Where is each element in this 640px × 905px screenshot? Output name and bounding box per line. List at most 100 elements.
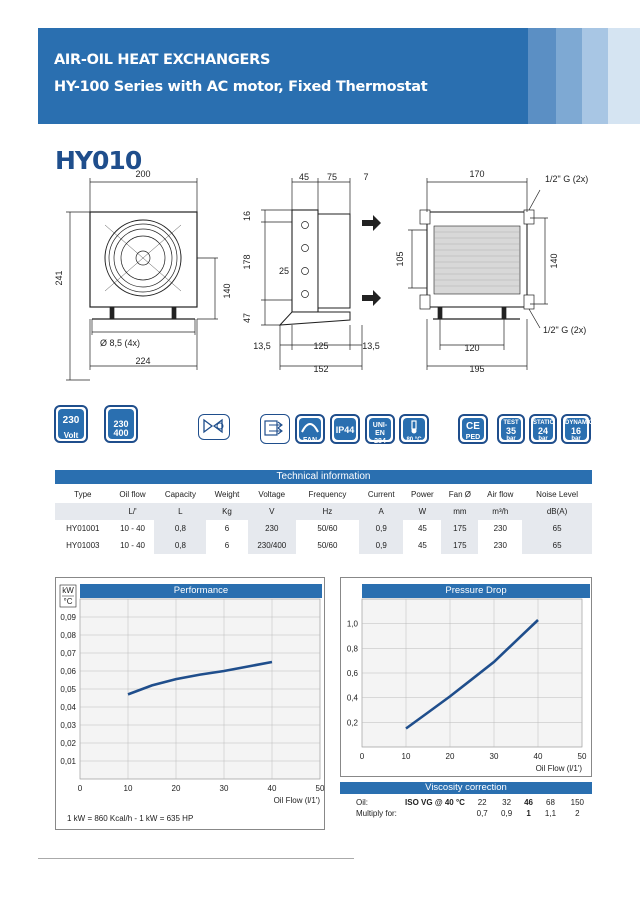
test-unit: bar [506, 436, 516, 442]
dim-side-h2: 178 [242, 254, 252, 269]
viscosity-title: Viscosity correction [340, 782, 592, 794]
ip44-icon: IP44 [330, 414, 360, 444]
dim-side-b1: 13,5 [253, 341, 271, 351]
conversion-note: 1 kW = 860 Kcal/h - 1 kW = 635 HP [67, 814, 193, 823]
viscosity-cell: 1,1 [544, 809, 557, 818]
viscosity-multiply-row: Multiply for: 0,7 0,9 1 1,1 2 [340, 808, 592, 819]
table-unit-cell: A [358, 503, 404, 520]
table-unit-cell: m³/h [478, 503, 523, 520]
page-title: AIR-OIL HEAT EXCHANGERS [54, 52, 271, 68]
dim-front-mount: 140 [222, 283, 232, 298]
performance-title: Performance [80, 584, 322, 598]
thermostat-valve-icon [198, 414, 230, 440]
test-label: TEST [503, 420, 519, 426]
voltage-value: 230 [62, 415, 80, 426]
table-unit-cell: L [154, 503, 207, 520]
table-header-cell: Type [74, 490, 92, 499]
table-header-cell: Capacity [164, 490, 196, 499]
y-unit-top: kW [62, 586, 74, 595]
ped-label: PED [465, 434, 481, 441]
table-cell: 10 - 40 [120, 524, 145, 533]
header-stripe [556, 28, 582, 124]
viscosity-oil-row: Oil: ISO VG @ 40 °C 22 32 46 68 150 [340, 797, 592, 808]
dim-rear-port-top: 1/2" G (2x) [545, 174, 588, 184]
viscosity-cell: 46 [524, 798, 533, 807]
table-cell: 230 [493, 541, 507, 550]
table-header-cell: Fan Ø [448, 490, 471, 499]
ip-label: IP44 [334, 418, 356, 440]
table-cell: 175 [441, 537, 479, 554]
x-tick-label: 50 [316, 784, 325, 793]
x-tick-label: 10 [124, 784, 133, 793]
viscosity-panel: Viscosity correction Oil: ISO VG @ 40 °C… [340, 782, 592, 819]
uni-label: UNI-EN 284 [369, 418, 391, 445]
pressure-title: Pressure Drop [362, 584, 590, 598]
table-cell: 0,8 [154, 537, 207, 554]
y-tick-label: 0,01 [60, 757, 76, 766]
static-unit: bar [538, 436, 548, 442]
table-header-cell: Voltage [258, 490, 286, 499]
table-unit-cell: mm [441, 503, 479, 520]
dim-side-d3: 7 [363, 172, 368, 182]
x-tick-label: 40 [534, 752, 543, 761]
fan-label: FAN [303, 437, 317, 444]
dim-front-width: 200 [135, 170, 150, 179]
table-cell: 230 [493, 524, 507, 533]
table-cell: 230 [247, 520, 296, 537]
dim-side-b3: 13,5 [362, 341, 380, 351]
dynamic-pressure-icon: DYNAMIC 16 bar [561, 414, 593, 444]
dim-front-bottom: 224 [135, 356, 150, 366]
technical-drawing: 200 241 140 Ø 8,5 (4x) 224 45 75 7 16 17… [54, 170, 588, 381]
table-cell: 65 [522, 537, 592, 554]
voltage-unit: Volt [113, 449, 129, 458]
voltage-230-icon: 230 Volt [54, 405, 88, 443]
dim-side-h1: 16 [242, 211, 252, 221]
table-cell: 6 [224, 541, 230, 550]
x-tick-label: 10 [402, 752, 411, 761]
dynamic-value: 16 [570, 426, 581, 436]
dim-side-d2: 75 [327, 172, 337, 182]
fan-icon: FAN [295, 414, 325, 444]
viscosity-cell: 22 [477, 798, 487, 807]
table-unit-cell: Kg [206, 503, 248, 520]
table-unit-cell: Hz [295, 503, 359, 520]
dim-front-hole: Ø 8,5 (4x) [100, 338, 140, 348]
header-stripe [582, 28, 608, 124]
table-unit-cell: W [403, 503, 442, 520]
viscosity-cell: 2 [575, 809, 580, 818]
static-value: 24 [537, 426, 548, 436]
y-tick-label: 0,02 [60, 739, 76, 748]
table-unit-cell: dB(A) [522, 503, 592, 520]
viscosity-cell: Multiply for: [356, 809, 397, 818]
viscosity-cell: Oil: [356, 798, 368, 807]
series-line [127, 660, 273, 696]
dim-side-d1: 45 [299, 172, 309, 182]
table-header-cell: Air flow [487, 490, 514, 499]
viscosity-cell: 150 [570, 798, 585, 807]
table-header-cell: Power [411, 490, 434, 499]
table-cell: 0,8 [154, 520, 207, 537]
header-stripe [608, 28, 640, 124]
x-tick-label: 50 [578, 752, 587, 761]
series-line [405, 619, 539, 730]
y-tick-label: 0,4 [347, 694, 359, 703]
x-tick-label: 30 [490, 752, 499, 761]
temperature-icon: 80 °C [399, 414, 429, 444]
table-cell: 50/60 [317, 524, 338, 533]
table-cell: HY01001 [66, 524, 100, 533]
x-tick-label: 20 [172, 784, 181, 793]
viscosity-cell: 68 [546, 798, 555, 807]
dim-front-height: 241 [54, 270, 64, 285]
flow-icon [260, 414, 290, 444]
y-tick-label: 1,0 [347, 620, 359, 629]
test-pressure-icon: TEST 35 bar [497, 414, 525, 444]
x-tick-label: 0 [78, 784, 83, 793]
dim-rear-port-bottom: 1/2" G (2x) [543, 325, 586, 335]
y-tick-label: 0,06 [60, 667, 76, 676]
table-header-cell: Weight [214, 490, 240, 499]
y-tick-label: 0,04 [60, 703, 76, 712]
table-header-cell: Noise Level [536, 490, 578, 499]
x-axis-label: Oil Flow (l/1') [274, 796, 321, 805]
viscosity-table: Oil: ISO VG @ 40 °C 22 32 46 68 150 Mult… [340, 797, 592, 819]
